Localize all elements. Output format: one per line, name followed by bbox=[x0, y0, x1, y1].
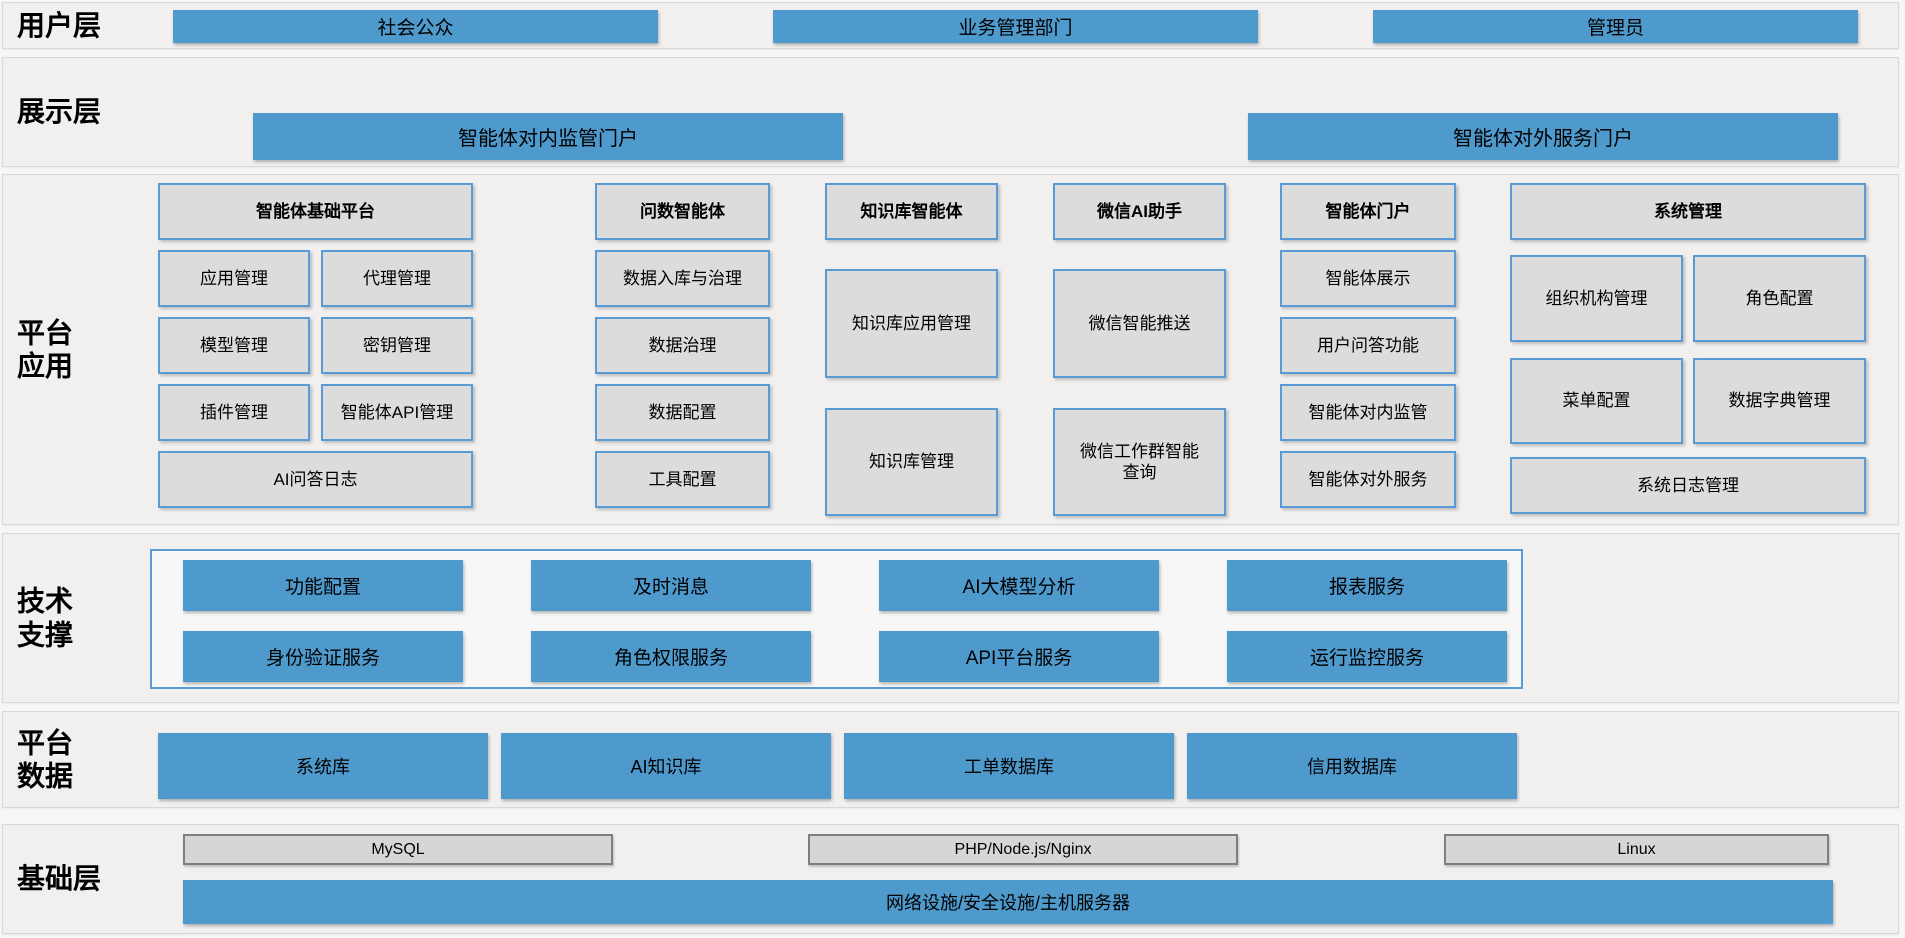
layer-tech-support: 技术 支撑 功能配置 及时消息 AI大模型分析 报表服务 身份验证服务 角色权限… bbox=[2, 533, 1899, 703]
layer-data-label: 平台 数据 bbox=[17, 726, 74, 792]
box-network-infra-bar: 网络设施/安全设施/主机服务器 bbox=[183, 880, 1833, 924]
box-role-config: 角色配置 bbox=[1693, 255, 1866, 342]
layer-apps-label: 平台 应用 bbox=[17, 316, 74, 382]
col-wechat-ai-header: 微信AI助手 bbox=[1053, 183, 1226, 240]
box-kb-app-mgmt: 知识库应用管理 bbox=[825, 269, 998, 378]
box-ticket-db: 工单数据库 bbox=[844, 733, 1174, 799]
layer-platform-data: 平台 数据 系统库 AI知识库 工单数据库 信用数据库 bbox=[2, 711, 1899, 808]
box-mysql: MySQL bbox=[183, 834, 613, 865]
box-agent-showcase: 智能体展示 bbox=[1280, 250, 1456, 307]
box-php-node-nginx: PHP/Node.js/Nginx bbox=[808, 834, 1238, 865]
box-instant-message: 及时消息 bbox=[531, 560, 811, 611]
layer-user: 用户层 社会公众 业务管理部门 管理员 bbox=[2, 2, 1899, 49]
box-user-qa: 用户问答功能 bbox=[1280, 317, 1456, 374]
layer-infra-label: 基础层 bbox=[17, 863, 102, 895]
box-proxy-mgmt: 代理管理 bbox=[321, 250, 473, 307]
box-system-db: 系统库 bbox=[158, 733, 488, 799]
box-identity-service: 身份验证服务 bbox=[183, 631, 463, 682]
box-public: 社会公众 bbox=[173, 10, 658, 43]
col-kb-agent-header: 知识库智能体 bbox=[825, 183, 998, 240]
box-app-mgmt: 应用管理 bbox=[158, 250, 310, 307]
layer-platform-apps: 平台 应用 智能体基础平台 应用管理 代理管理 模型管理 密钥管理 插件管理 智… bbox=[2, 174, 1899, 525]
box-plugin-mgmt: 插件管理 bbox=[158, 384, 310, 441]
layer-display-label: 展示层 bbox=[17, 96, 102, 128]
col-agent-platform-header: 智能体基础平台 bbox=[158, 183, 473, 240]
box-ai-knowledge-db: AI知识库 bbox=[501, 733, 831, 799]
box-data-governance: 数据治理 bbox=[595, 317, 770, 374]
box-kb-mgmt: 知识库管理 bbox=[825, 408, 998, 516]
box-data-config: 数据配置 bbox=[595, 384, 770, 441]
box-model-mgmt: 模型管理 bbox=[158, 317, 310, 374]
box-credit-db: 信用数据库 bbox=[1187, 733, 1517, 799]
box-ai-llm-analysis: AI大模型分析 bbox=[879, 560, 1159, 611]
layer-display: 展示层 智能体对内监管门户 智能体对外服务门户 bbox=[2, 57, 1899, 167]
box-monitoring-service: 运行监控服务 bbox=[1227, 631, 1507, 682]
box-org-mgmt: 组织机构管理 bbox=[1510, 255, 1683, 342]
box-role-permission-service: 角色权限服务 bbox=[531, 631, 811, 682]
layer-infrastructure: 基础层 MySQL PHP/Node.js/Nginx Linux 网络设施/安… bbox=[2, 824, 1899, 934]
box-internal-portal: 智能体对内监管门户 bbox=[253, 113, 843, 160]
box-admin: 管理员 bbox=[1373, 10, 1858, 43]
box-agent-internal-supervision: 智能体对内监管 bbox=[1280, 384, 1456, 441]
box-ai-qa-log: AI问答日志 bbox=[158, 451, 473, 508]
layer-tech-label: 技术 支撑 bbox=[17, 585, 74, 650]
box-function-config: 功能配置 bbox=[183, 560, 463, 611]
box-agent-api-mgmt: 智能体API管理 bbox=[321, 384, 473, 441]
box-wechat-push: 微信智能推送 bbox=[1053, 269, 1226, 378]
box-wechat-group-query: 微信工作群智能 查询 bbox=[1053, 408, 1226, 516]
box-key-mgmt: 密钥管理 bbox=[321, 317, 473, 374]
col-agent-portal-header: 智能体门户 bbox=[1280, 183, 1456, 240]
layer-user-label: 用户层 bbox=[17, 9, 102, 41]
box-linux: Linux bbox=[1444, 834, 1829, 865]
col-sys-mgmt-header: 系统管理 bbox=[1510, 183, 1866, 240]
box-menu-config: 菜单配置 bbox=[1510, 358, 1683, 444]
box-data-ingest: 数据入库与治理 bbox=[595, 250, 770, 307]
box-external-portal: 智能体对外服务门户 bbox=[1248, 113, 1838, 160]
box-sys-log-mgmt: 系统日志管理 bbox=[1510, 457, 1866, 514]
col-data-agent-header: 问数智能体 bbox=[595, 183, 770, 240]
box-api-platform-service: API平台服务 bbox=[879, 631, 1159, 682]
box-data-dict-mgmt: 数据字典管理 bbox=[1693, 358, 1866, 444]
box-agent-external-service: 智能体对外服务 bbox=[1280, 451, 1456, 508]
box-report-service: 报表服务 bbox=[1227, 560, 1507, 611]
box-business-dept: 业务管理部门 bbox=[773, 10, 1258, 43]
box-tool-config: 工具配置 bbox=[595, 451, 770, 508]
